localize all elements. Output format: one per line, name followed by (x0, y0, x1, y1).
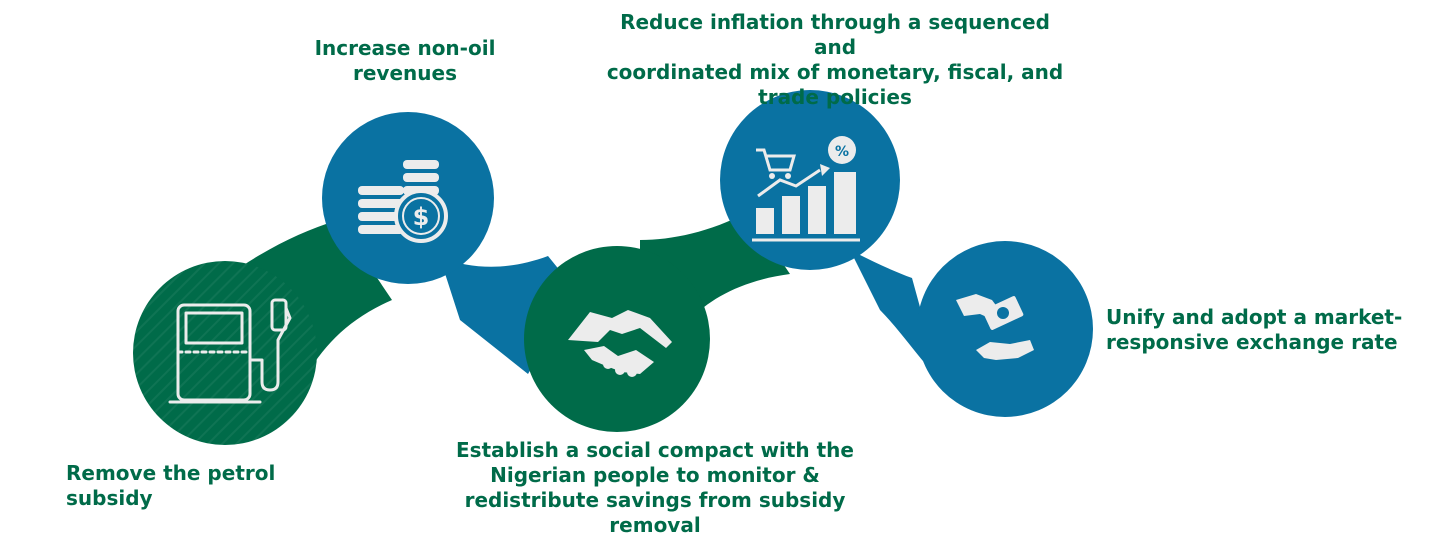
step-5-circle (917, 241, 1093, 417)
svg-text:%: % (835, 144, 849, 160)
step-3-label: Establish a social compact with the Nige… (456, 438, 854, 537)
step-3-circle (524, 246, 710, 432)
step-2-label: Increase non-oil revenues (314, 36, 496, 85)
handshake-icon (568, 310, 672, 377)
hand-exchanging-money-icon (956, 294, 1034, 360)
svg-text:$: $ (413, 203, 430, 231)
step-4-circle (720, 90, 900, 270)
shopping-cart-rising-chart-icon: % (752, 136, 860, 242)
connector-4-5 (850, 250, 940, 380)
step-1-label: Remove the petrol subsidy (66, 461, 276, 510)
coin-stack-dollar-icon: $ (358, 160, 448, 243)
fuel-pump-icon (168, 298, 292, 404)
step-5-label: Unify and adopt a market- responsive exc… (1106, 305, 1403, 354)
step-4-label: Reduce inflation through a sequenced and… (606, 10, 1064, 109)
